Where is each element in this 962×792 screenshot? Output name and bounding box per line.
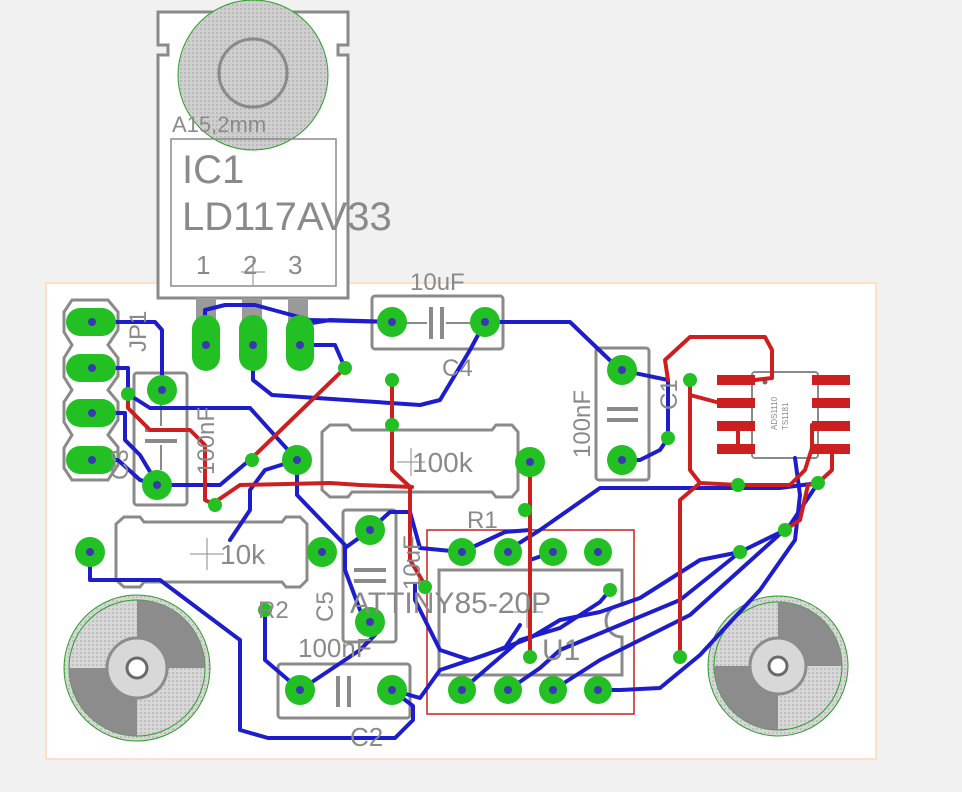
smd-name-label: ADS1110 — [770, 396, 779, 430]
c5-name-label: C5 — [312, 591, 339, 622]
jp1-label: JP1 — [125, 311, 152, 352]
ic1-pin1-label: 1 — [196, 250, 210, 280]
ic1-package-label: A15,2mm — [172, 112, 266, 137]
r2-value-label: 10k — [220, 539, 266, 570]
top-layer-traces — [126, 335, 834, 662]
r2-name-label: R2 — [258, 597, 289, 624]
c2-capacitor — [276, 662, 412, 720]
r1-resistor — [320, 423, 520, 499]
mounting-hole-left — [63, 594, 211, 742]
c4-name-label: C4 — [442, 355, 473, 382]
c2-name-label: C2 — [350, 722, 383, 752]
c3-name-label: C3 — [107, 449, 134, 480]
ic1-regulator — [156, 0, 350, 323]
ic1-value-label: LD117AV33 — [182, 195, 392, 239]
mounting-hole-right — [707, 595, 849, 737]
ic1-pin3-label: 3 — [288, 250, 302, 280]
r1-value-label: 100k — [412, 447, 474, 478]
c5-value-label: 10uF — [399, 535, 426, 590]
u1-value-label: ATTINY85-20P — [350, 587, 551, 620]
jp1-header — [62, 298, 120, 482]
ic1-name-label: IC1 — [182, 148, 244, 192]
r1-name-label: R1 — [467, 507, 498, 534]
r2-resistor — [114, 515, 309, 589]
c2-value-label: 100nF — [298, 633, 372, 663]
ic1-pin2-label: 2 — [243, 250, 257, 280]
u1-name-label: U1 — [542, 634, 580, 667]
c1-value-label: 100nF — [569, 390, 596, 458]
pad-holes — [86, 318, 626, 694]
c3-value-label: 100nF — [193, 407, 220, 475]
smd-value-label: TS1181 — [781, 402, 790, 430]
c1-name-label: C1 — [656, 379, 683, 410]
c1-capacitor — [594, 346, 651, 482]
c4-value-label: 10uF — [410, 269, 465, 296]
